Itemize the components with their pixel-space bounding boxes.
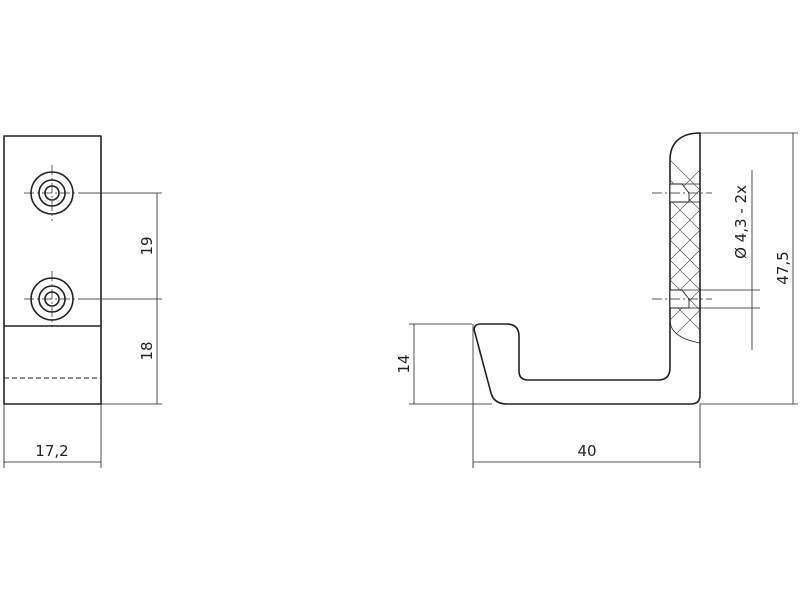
- dimension-total-height-label: 47,5: [774, 251, 792, 284]
- screw-hole-lower: [24, 271, 80, 327]
- dimension-hook-lip: 14: [395, 323, 492, 405]
- dimension-depth-label: 40: [577, 442, 596, 460]
- screw-hole-upper: [24, 165, 80, 221]
- side-view: Ø 4,3 - 2x 47,5 14 40: [395, 132, 798, 468]
- dimension-width-label: 17,2: [35, 442, 68, 460]
- section-hole-upper: [652, 183, 712, 203]
- plate-boundary: [669, 319, 701, 344]
- front-view: 19 18 17,2: [3, 135, 162, 468]
- dimension-hook-height-label: 18: [138, 341, 156, 360]
- section-hatch: [670, 139, 700, 343]
- dimension-hole-diameter-label: Ø 4,3 - 2x: [732, 185, 750, 259]
- dimension-hook-lip-label: 14: [395, 354, 413, 373]
- dimension-hook-height: 18: [101, 299, 162, 405]
- dimension-hole-spacing: 19: [80, 192, 162, 300]
- front-view-outline: [3, 135, 102, 405]
- dimension-depth: 40: [472, 324, 701, 468]
- hook-profile: [473, 132, 701, 405]
- section-hole-lower: [652, 289, 712, 309]
- dimension-hole-spacing-label: 19: [138, 236, 156, 255]
- dimension-hole-diameter: Ø 4,3 - 2x: [700, 170, 760, 350]
- dimension-total-height: 47,5: [700, 132, 798, 405]
- dimension-width: 17,2: [3, 404, 102, 468]
